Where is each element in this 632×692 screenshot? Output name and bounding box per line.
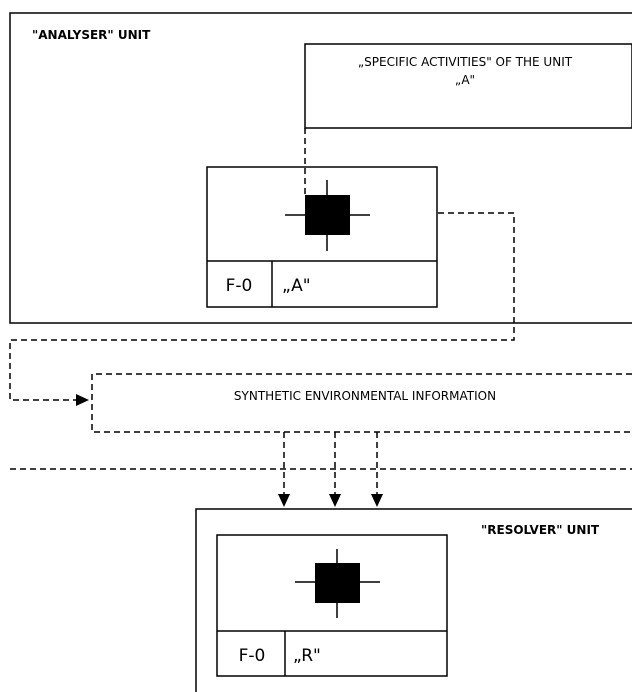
- analyser-unit: "ANALYSER" UNIT „SPECIFIC ACTIVITIES" OF…: [9, 12, 632, 324]
- resolver-crosshair-icon: [295, 549, 380, 618]
- analyser-unit-label: "ANALYSER" UNIT: [32, 28, 151, 42]
- analyser-crosshair-icon: [285, 180, 370, 251]
- specific-activities-box: „SPECIFIC ACTIVITIES" OF THE UNIT „A": [304, 43, 632, 129]
- analyser-unit-border: [9, 12, 632, 324]
- environment-input-arrowhead: [76, 394, 89, 406]
- resolver-input-arrows: [278, 432, 383, 507]
- resolver-unit-border: [195, 508, 632, 692]
- environment-box-border: [91, 373, 632, 433]
- specific-activities-line1: „SPECIFIC ACTIVITIES" OF THE UNIT: [358, 55, 573, 69]
- analyser-module-code: F-0: [226, 276, 253, 296]
- resolver-input-arrowhead-2: [329, 494, 341, 507]
- specific-activities-line2: „A": [455, 73, 475, 87]
- resolver-input-arrowhead-1: [278, 494, 290, 507]
- analyser-module-name: „A": [282, 276, 311, 296]
- environment-box: SYNTHETIC ENVIRONMENTAL INFORMATION: [91, 373, 632, 433]
- analyser-module: F-0 „A": [206, 166, 438, 308]
- resolver-module-code: F-0: [239, 646, 266, 666]
- resolver-unit-label: "RESOLVER" UNIT: [481, 523, 600, 537]
- resolver-module: F-0 „R": [216, 534, 448, 677]
- resolver-module-name: „R": [293, 646, 321, 666]
- analyser-output-connector: [9, 212, 515, 401]
- resolver-module-border: [216, 534, 448, 677]
- environment-label: SYNTHETIC ENVIRONMENTAL INFORMATION: [234, 389, 496, 403]
- analyser-module-border: [206, 166, 438, 308]
- resolver-unit: "RESOLVER" UNIT F-0 „R": [195, 508, 632, 692]
- resolver-input-arrowhead-3: [371, 494, 383, 507]
- specific-activities-border: [304, 43, 632, 129]
